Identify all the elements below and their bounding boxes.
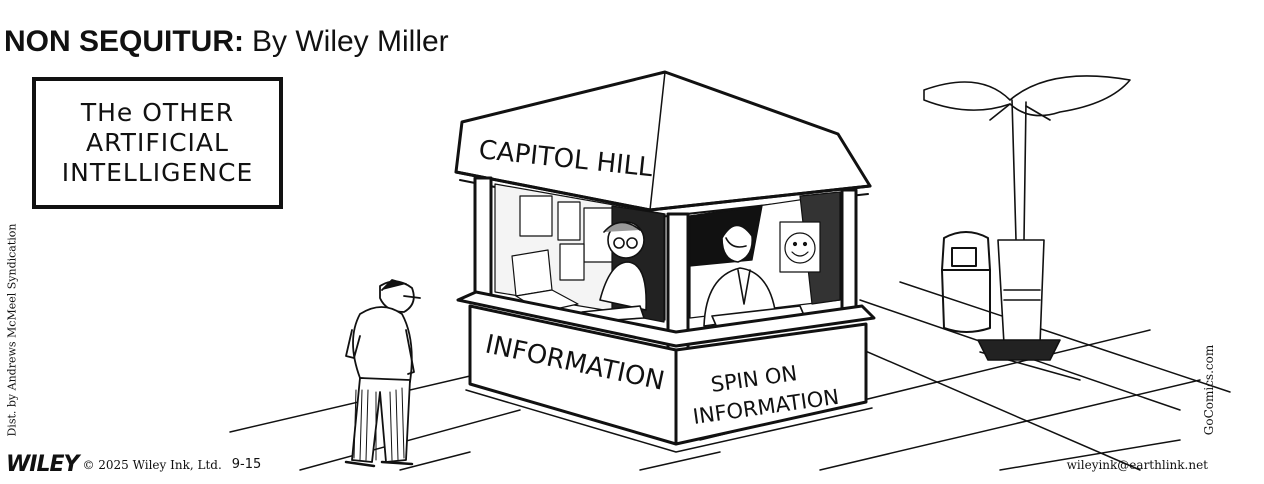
kiosk-base: [456, 290, 876, 453]
copyright-footer: WILEY © 2025 Wiley Ink, Ltd. 9-15: [6, 452, 261, 477]
strip-header: NON SEQUITUR:By Wiley Miller: [4, 22, 449, 62]
caption-text: THe OTHER ARTIFICIAL INTELLIGENCE: [61, 98, 254, 187]
caption-box: THe OTHER ARTIFICIAL INTELLIGENCE: [32, 77, 283, 209]
byline: By Wiley Miller: [252, 25, 449, 58]
man-bystander: [344, 279, 421, 468]
kiosk-posts: [473, 176, 858, 354]
copyright-text: © 2025 Wiley Ink, Ltd.: [82, 457, 222, 472]
strip-title: NON SEQUITUR:: [4, 25, 244, 58]
wiley-logo: WILEY: [6, 452, 79, 477]
tree: [923, 75, 1131, 361]
trash-can: [941, 231, 991, 333]
bulletin-notes: [519, 195, 613, 281]
strip-date: 9-15: [231, 457, 262, 472]
comic-panel: CAPITOL HILL INFORMATION SPIN ON INFORMA…: [229, 70, 1231, 471]
syndication-text: Dist. by Andrews McMeel Syndication: [5, 223, 19, 437]
smiley-face-icon: [784, 232, 816, 264]
email-footer: wileyink@earthlink.net: [1067, 458, 1208, 472]
site-text: GoComics.com: [1202, 344, 1216, 436]
kiosk-roof: [454, 70, 872, 219]
laptop-icon: [511, 249, 579, 313]
email-text: wileyink@earthlink.net: [1066, 458, 1208, 472]
